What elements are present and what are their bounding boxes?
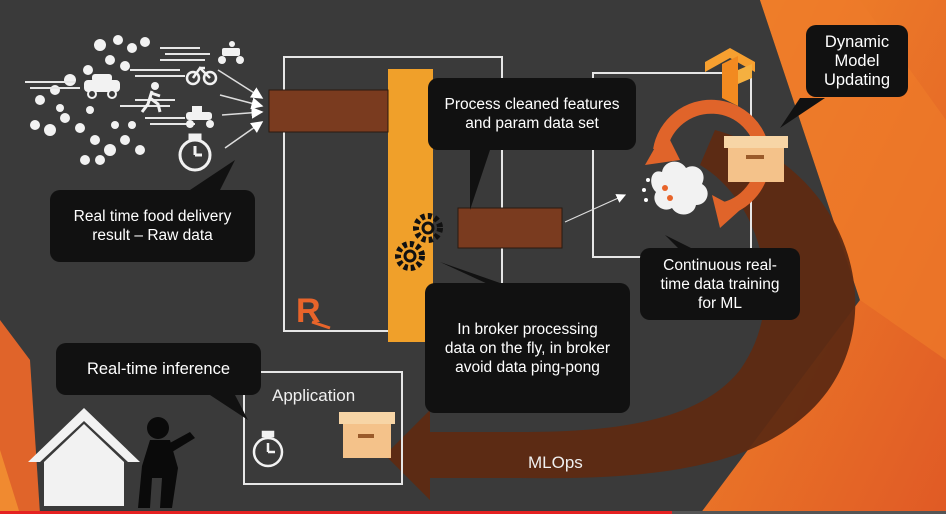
callout-tail xyxy=(470,150,490,210)
callout-tail xyxy=(210,395,248,420)
callout-raw-data: Real time food delivery result – Raw dat… xyxy=(50,190,255,262)
car-icon xyxy=(84,74,120,99)
callout-process-text: Process cleaned features and param data … xyxy=(444,96,620,132)
mlops-label: MLOps xyxy=(528,453,583,472)
mlops-arrow xyxy=(385,130,856,500)
video-progress-played xyxy=(0,511,672,514)
input-arrow xyxy=(221,106,264,119)
callout-broker-text: In broker processing data on the fly, in… xyxy=(444,320,611,376)
callout-broker: In broker processing data on the fly, in… xyxy=(425,283,630,413)
application-frame xyxy=(243,371,403,485)
callout-dynamic: Dynamic Model Updating xyxy=(806,25,908,97)
speed-lines xyxy=(25,47,210,125)
callout-tail xyxy=(780,98,825,128)
training-cycle-arrow xyxy=(645,99,771,228)
video-progress-bar[interactable] xyxy=(0,511,946,514)
moped-icon xyxy=(186,106,214,128)
processed-queue xyxy=(457,207,563,249)
application-label: Application xyxy=(272,386,356,405)
callout-process: Process cleaned features and param data … xyxy=(428,78,636,150)
orange-decoration-left-tip xyxy=(0,450,20,514)
tensorflow-logo-icon xyxy=(705,48,755,106)
gear-icon xyxy=(395,241,425,271)
food-icons xyxy=(30,35,150,165)
callout-dynamic-text: Dynamic Model Updating xyxy=(823,32,891,89)
box-icon xyxy=(339,412,395,458)
broker-logo: R xyxy=(296,292,331,330)
bicycle-icon xyxy=(185,66,218,86)
callout-training-text: Continuous real-time data training for M… xyxy=(660,256,780,312)
box-icon xyxy=(724,136,788,182)
input-arrow xyxy=(219,94,264,110)
input-arrow xyxy=(217,69,264,99)
orange-decoration-left xyxy=(0,320,40,514)
runner-icon xyxy=(140,82,162,113)
brain-icon xyxy=(642,161,708,215)
raw-data-queue xyxy=(268,89,389,133)
stopwatch-icon xyxy=(252,430,284,468)
callout-inference-text: Real-time inference xyxy=(86,359,231,378)
callout-raw-data-text: Real time food delivery result – Raw dat… xyxy=(73,208,232,244)
stopwatch-icon xyxy=(178,133,212,172)
callout-training: Continuous real-time data training for M… xyxy=(640,248,800,320)
callout-inference: Real-time inference xyxy=(56,343,261,395)
training-arrow xyxy=(564,194,627,223)
input-arrow xyxy=(224,121,264,149)
gear-icon xyxy=(413,213,443,243)
delivery-scooter-icon xyxy=(218,41,244,64)
house-icon xyxy=(28,408,140,506)
person-icon xyxy=(138,417,195,508)
